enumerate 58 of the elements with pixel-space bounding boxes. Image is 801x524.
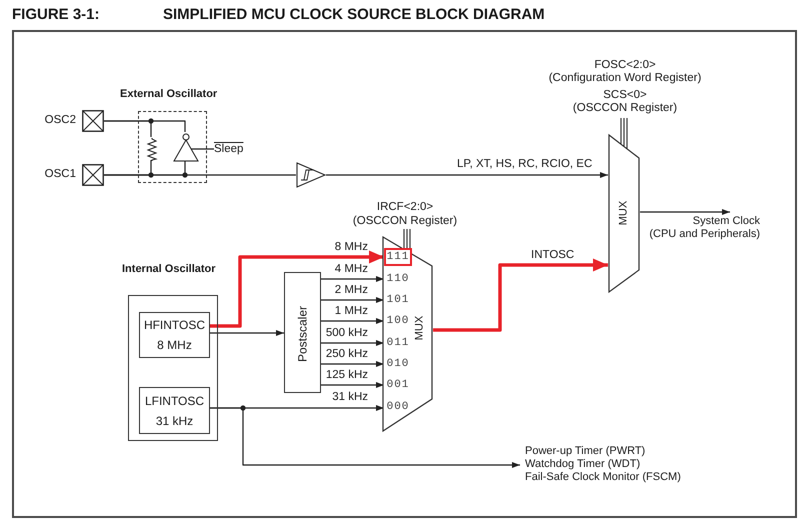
arrow (433, 258, 608, 332)
pin-label: OSC2 (44, 114, 76, 127)
edge-label: LP, XT, HS, RC, RCIO, EC (456, 158, 594, 171)
register-label: (OSCCON Register) (572, 102, 678, 115)
arrow (321, 382, 384, 388)
input-code: 100 (384, 312, 412, 330)
output-label: Power-up Timer (PWRT) Watchdog Timer (WDT) Fail-Safe Clock Monitor (FSCM) (520, 445, 681, 484)
signal-label: Sleep (214, 142, 244, 156)
arrow (321, 361, 384, 367)
register-label: SCS<0> (603, 89, 647, 102)
arrow (321, 340, 384, 346)
input-code: 010 (384, 355, 412, 373)
input-code: 011 (384, 334, 412, 352)
multiplexer (608, 134, 640, 294)
pin-terminal-icon (82, 164, 104, 186)
figure-title: SIMPLIFIED MCU CLOCK SOURCE BLOCK DIAGRAM (163, 6, 545, 24)
multiplexer-label: MUX (618, 200, 630, 226)
arrow (321, 318, 384, 324)
group-heading: Internal Oscillator (122, 263, 216, 276)
pin-label: OSC1 (44, 168, 76, 181)
block-title: Postscaler (296, 305, 309, 362)
register-label: (OSCCON Register) (352, 215, 458, 228)
group-heading: External Oscillator (120, 88, 218, 101)
frequency-label: 31 kHz (156, 414, 194, 428)
arrow (326, 172, 608, 178)
arrow (209, 250, 384, 328)
multiplexer (382, 236, 433, 432)
block-title: HFINTOSC (144, 318, 206, 332)
frequency-label: 8 MHz (157, 338, 192, 352)
resistor-symbol (147, 138, 157, 161)
register-label: (Configuration Word Register) (548, 72, 702, 85)
postscaler-block (284, 272, 321, 393)
output-label: System Clock (CPU and Peripherals) (649, 212, 760, 241)
input-code: 111 (384, 248, 412, 266)
connector-line (191, 148, 214, 150)
inverter-symbol (173, 133, 199, 162)
arrow (209, 407, 520, 468)
group-box (128, 295, 218, 441)
register-label: IRCF<2:0> (376, 201, 434, 214)
connector-line (104, 174, 296, 176)
input-code: 110 (384, 270, 412, 288)
arrow (321, 276, 384, 282)
input-code: 001 (384, 376, 412, 394)
input-code: 101 (384, 291, 412, 309)
figure-number: FIGURE 3-1: (12, 6, 100, 24)
schmitt-trigger-buffer (296, 162, 326, 188)
input-code: 000 (384, 398, 412, 416)
register-label: FOSC<2:0> (594, 59, 656, 72)
connector-line (104, 120, 186, 132)
dashed-group-box (138, 111, 207, 183)
pin-terminal-icon (82, 110, 104, 132)
oscillator-block (139, 312, 210, 358)
arrow (321, 297, 384, 303)
oscillator-block (139, 387, 210, 434)
block-title: LFINTOSC (144, 394, 204, 408)
arrow (640, 209, 730, 215)
multiplexer-label: MUX (414, 316, 426, 340)
arrow (209, 330, 284, 336)
